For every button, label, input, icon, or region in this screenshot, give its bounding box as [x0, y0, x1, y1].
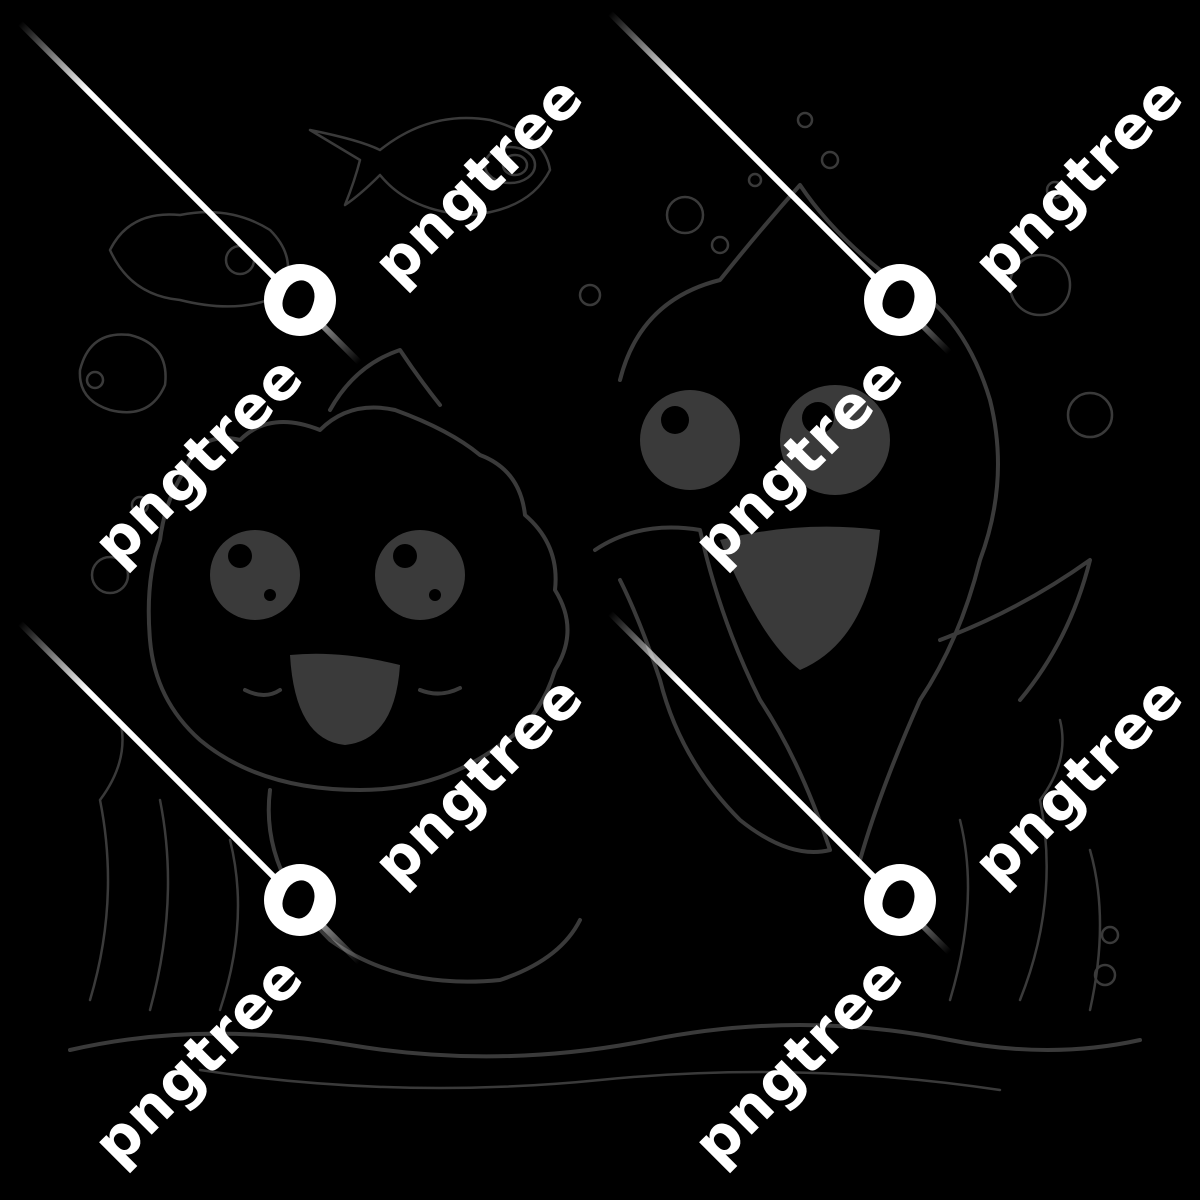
pngtree-logo-icon	[264, 264, 336, 336]
pngtree-logo-icon	[864, 264, 936, 336]
shark-fish	[593, 183, 1092, 862]
pngtree-logo-icon	[264, 864, 336, 936]
puffer-fish	[146, 348, 582, 984]
seaweed	[68, 718, 1142, 1092]
bubbles	[90, 111, 1120, 987]
pngtree-logo-icon	[864, 864, 936, 936]
small-fish-top	[308, 116, 552, 217]
